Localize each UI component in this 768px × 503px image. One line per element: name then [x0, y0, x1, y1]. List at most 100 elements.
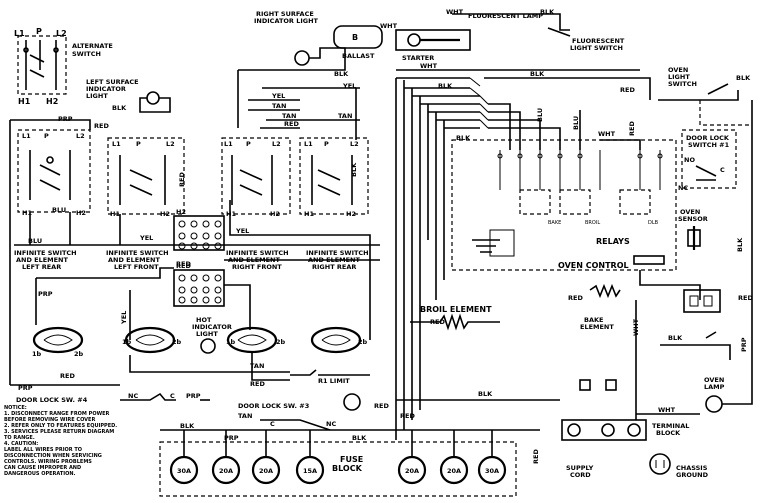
notice-line: CONTROLS. WIRING PROBLEMS: [4, 459, 92, 465]
svg-text:H2: H2: [76, 209, 86, 217]
notice-line: LABEL ALL WIRES PRIOR TO: [4, 447, 83, 453]
svg-text:2b: 2b: [74, 350, 84, 358]
svg-text:RED: RED: [176, 262, 191, 270]
svg-text:2b: 2b: [276, 338, 286, 346]
svg-text:C: C: [170, 392, 175, 400]
notice-line: 3. SERVICES PLEASE RETURN DIAGRAM: [4, 429, 115, 435]
fuse-rating: 20A: [405, 467, 419, 475]
svg-text:NC: NC: [326, 420, 336, 428]
svg-text:L1: L1: [304, 140, 313, 148]
broil-element-label: BROIL ELEMENT: [420, 305, 492, 314]
svg-text:RED: RED: [94, 122, 109, 130]
relay-dlb-label: DLB: [648, 220, 659, 226]
svg-text:BLK: BLK: [668, 334, 683, 342]
fuse-rating: 30A: [177, 467, 191, 475]
h2-label: H2: [46, 97, 58, 106]
fuse-rating: 30A: [485, 467, 499, 475]
svg-text:H1: H1: [110, 210, 120, 218]
svg-text:H2: H2: [176, 208, 186, 216]
svg-text:L1: L1: [224, 140, 233, 148]
svg-text:YEL: YEL: [342, 82, 356, 90]
svg-text:YEL: YEL: [271, 92, 285, 100]
svg-text:BLK: BLK: [180, 422, 195, 430]
svg-text:H1: H1: [304, 210, 314, 218]
svg-text:WHT: WHT: [420, 62, 438, 70]
c-label: C: [720, 166, 725, 174]
svg-text:P: P: [246, 140, 251, 148]
oven-control-label: OVEN CONTROL: [558, 261, 629, 270]
notice-block: NOTICE: 1. DISCONNECT RANGE FROM POWER B…: [4, 405, 154, 477]
left-wiring: BLU YEL PRP PRP YEL RED YEL: [9, 119, 380, 392]
relay-bake-label: BAKE: [548, 220, 561, 226]
notice-line: 2. REFER ONLY TO FEATURES EQUIPPED.: [4, 423, 118, 429]
svg-text:TAN: TAN: [238, 412, 252, 420]
terminal-grid-upper: H2: [173, 208, 225, 251]
svg-text:RED: RED: [400, 412, 415, 420]
svg-text:BLK: BLK: [736, 74, 751, 82]
svg-text:PRP: PRP: [38, 290, 53, 298]
svg-text:L2: L2: [350, 140, 359, 148]
svg-text:BLU: BLU: [52, 206, 66, 214]
svg-text:RED: RED: [568, 294, 583, 302]
svg-text:BLK: BLK: [334, 70, 349, 78]
svg-text:RED: RED: [60, 372, 75, 380]
svg-text:TAN: TAN: [338, 112, 352, 120]
fuse-rating: 20A: [259, 467, 273, 475]
svg-text:RED: RED: [430, 318, 445, 326]
notice-line: DISCONNECTION WHEN SERVICING: [4, 453, 102, 459]
svg-text:RED: RED: [176, 260, 191, 268]
svg-text:WHT: WHT: [658, 406, 676, 414]
svg-text:PRP: PRP: [58, 115, 73, 123]
svg-text:BLK: BLK: [112, 104, 127, 112]
svg-text:H1: H1: [22, 209, 32, 217]
relay-broil-label: BROIL: [585, 220, 600, 226]
svg-text:WHT: WHT: [598, 130, 616, 138]
svg-text:RED: RED: [738, 294, 753, 302]
fluorescent-assembly: B BALLAST WHT STARTER FLUORESCENT LAMP W…: [333, 8, 651, 100]
fuse-rating: 20A: [447, 467, 461, 475]
broil-element: BROIL ELEMENT RED: [410, 305, 500, 331]
svg-text:1b: 1b: [226, 338, 236, 346]
notice-title: NOTICE:: [4, 405, 27, 411]
svg-text:YEL: YEL: [120, 311, 128, 325]
svg-text:L2: L2: [166, 140, 175, 148]
fuse-rating: 15A: [303, 467, 317, 475]
svg-text:RED: RED: [532, 449, 540, 464]
notice-line: TO RANGE.: [4, 435, 35, 441]
svg-text:1b: 1b: [32, 350, 42, 358]
svg-text:H2: H2: [160, 210, 170, 218]
svg-text:L1: L1: [112, 140, 121, 148]
notice-line: DANGEROUS OPERATION.: [4, 471, 76, 477]
svg-text:PRP: PRP: [224, 434, 239, 442]
no-label: NO: [684, 156, 695, 164]
svg-text:PRP: PRP: [740, 337, 748, 352]
svg-text:P: P: [136, 140, 141, 148]
svg-text:BLK: BLK: [350, 162, 358, 177]
svg-text:H1: H1: [226, 210, 236, 218]
l1-label: L1: [14, 29, 25, 38]
door-lock-sw-4: DOOR LOCK SW. #4 NC C PRP: [16, 392, 210, 404]
svg-text:RED: RED: [250, 380, 265, 388]
svg-text:1b: 1b: [122, 338, 132, 346]
